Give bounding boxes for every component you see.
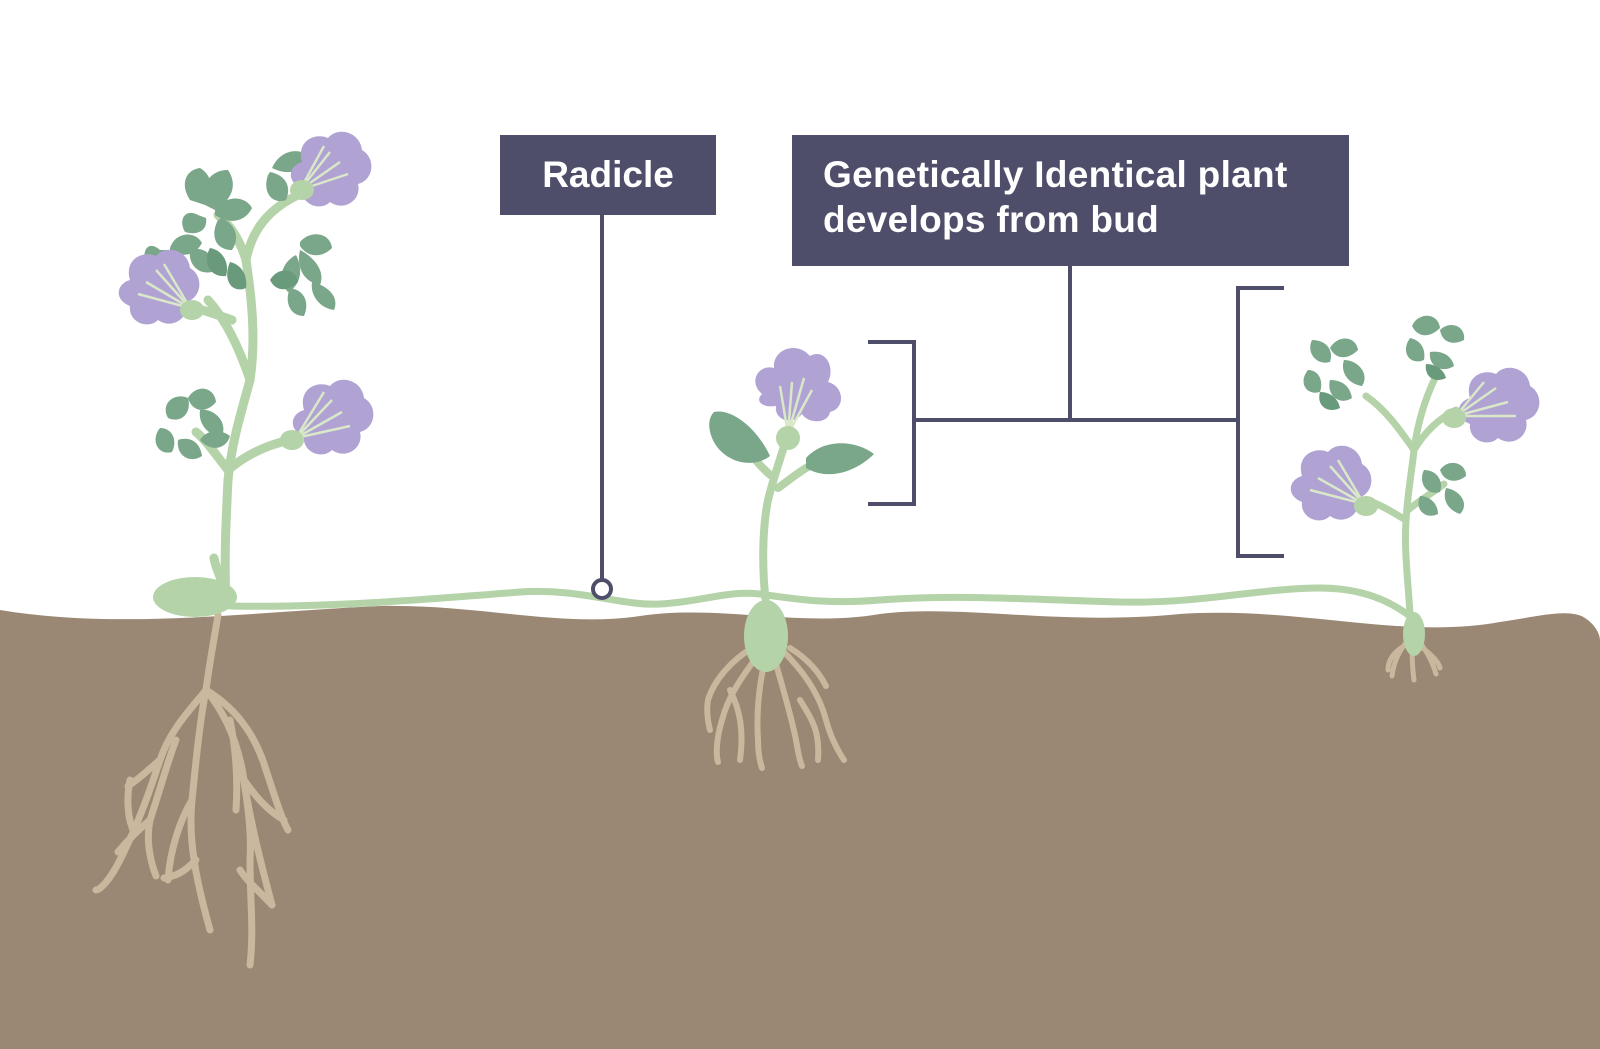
soil [0, 605, 1600, 1049]
parent-plant [92, 131, 374, 969]
parent-flowers [118, 131, 374, 455]
parent-roots [92, 611, 292, 969]
clone-label-line-1: Genetically Identical plant [823, 154, 1288, 195]
right-plant-bracket [1236, 286, 1284, 558]
clone-brackets [868, 266, 1284, 558]
runner-stem [226, 584, 1416, 622]
parent-base [153, 577, 237, 617]
radicle-label-text: Radicle [542, 154, 674, 195]
middle-plant-bracket [868, 340, 916, 506]
clone-label: Genetically Identical plant develops fro… [792, 135, 1349, 266]
right-clone-plant [1290, 315, 1540, 683]
radicle-label: Radicle [500, 135, 716, 215]
middle-clone-plant [704, 347, 874, 771]
radicle-pointer [591, 215, 613, 600]
clone-label-line-2: develops from bud [823, 199, 1160, 240]
